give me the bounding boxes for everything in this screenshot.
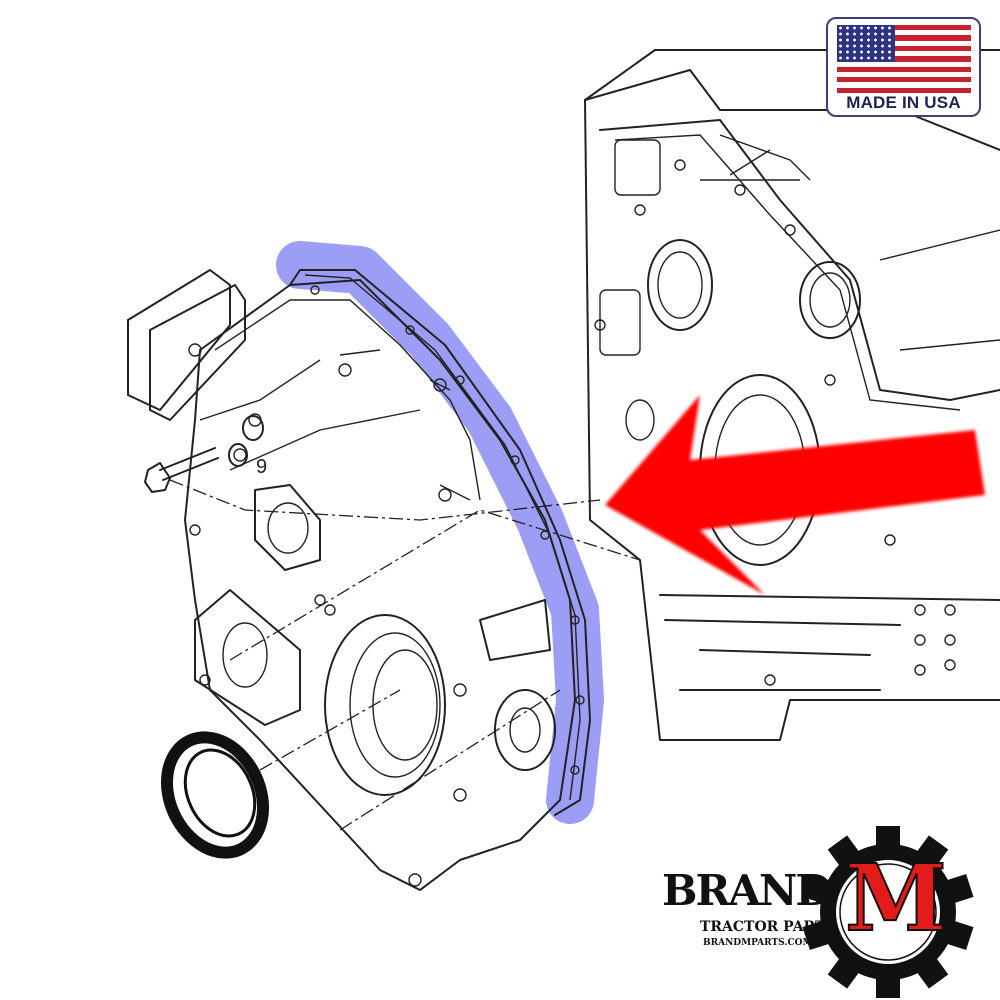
bolt — [144, 415, 264, 493]
logo-brand-text: BRAND — [662, 866, 832, 915]
cover-plate — [127, 269, 246, 421]
engine-block — [584, 49, 1000, 741]
gear-icon — [802, 826, 974, 998]
made-in-usa-badge: MADE IN USA — [826, 17, 981, 117]
front-cover — [184, 269, 591, 891]
center-line — [169, 479, 641, 831]
oil-seal — [160, 731, 270, 859]
part-number-label: 9 — [256, 456, 268, 478]
gasket-highlight — [276, 241, 604, 824]
us-flag-icon — [837, 25, 971, 93]
logo-tagline: TRACTOR PARTS — [700, 919, 836, 935]
logo-url: BRANDMPARTS.COM — [703, 938, 813, 948]
badge-text: MADE IN USA — [846, 93, 961, 112]
logo-m: M — [844, 844, 948, 952]
red-arrow — [605, 395, 985, 595]
